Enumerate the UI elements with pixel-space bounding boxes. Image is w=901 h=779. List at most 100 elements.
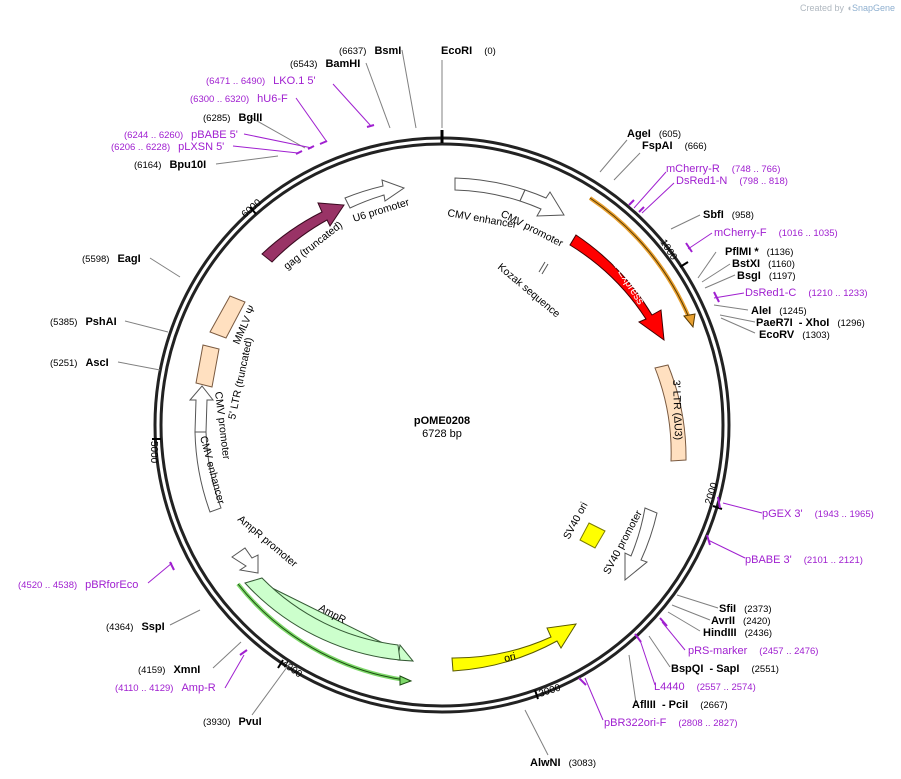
primer-pbr322ori-f[interactable]: pBR322ori-F(2808 .. 2827) xyxy=(604,717,738,729)
plasmid-name: pOME0208 xyxy=(414,415,470,427)
tick-4000: 4000 xyxy=(277,658,304,680)
feature-sv40-promoter[interactable]: SV40 promoter xyxy=(601,507,658,582)
site-afliii-pcii[interactable]: AflIII - PciI(2667) xyxy=(632,699,728,711)
feature-ori-label: ori xyxy=(503,650,517,664)
site-bamhi[interactable]: (6543)BamHI xyxy=(290,58,360,70)
primer-mark-hu6-f xyxy=(319,140,328,145)
leader-eagi xyxy=(149,257,181,278)
primer-pbrforeco[interactable]: (4520 .. 4538)pBRforEco xyxy=(18,579,138,591)
leader-afliii xyxy=(628,654,637,704)
leader-bpu10i xyxy=(215,155,279,165)
leader-l4440 xyxy=(639,639,656,686)
leader-bsgi xyxy=(704,274,736,289)
tick-6000-mark xyxy=(249,206,257,215)
feature-sv40-ori[interactable]: SV40 ori xyxy=(561,500,606,549)
primer-mark-lko1-5 xyxy=(366,124,375,128)
leader-hindiii xyxy=(667,611,701,632)
leader-avrii xyxy=(671,604,711,621)
tick-1000-mark xyxy=(679,261,689,268)
leader-plxsn5 xyxy=(232,145,299,154)
primer-mark-mcherry-f xyxy=(685,242,693,253)
feature-ampr-range-arrowhead xyxy=(399,675,413,686)
feature-cmv-promoter-top[interactable]: CMV promoter xyxy=(499,189,566,250)
feature-ori-arrow xyxy=(451,623,577,672)
feature-kozak[interactable]: Kozak sequence xyxy=(495,261,562,320)
feature-ori[interactable]: ori xyxy=(451,623,577,672)
site-xmni[interactable]: (4159)XmnI xyxy=(138,664,200,676)
feature-u6-promoter-arrow xyxy=(344,179,406,209)
feature-cmv-enhancer-left-box xyxy=(194,431,222,513)
feature-gag-truncated[interactable]: gag (truncated) xyxy=(261,202,345,272)
credit-brand: SnapGene xyxy=(851,3,895,13)
tick-4000-mark xyxy=(277,659,284,669)
site-alei[interactable]: AleI(1245) xyxy=(751,305,807,317)
leader-hu6-f xyxy=(295,97,328,143)
primer-pgex3[interactable]: pGEX 3'(1943 .. 1965) xyxy=(762,508,874,520)
site-paer7i-xhoi[interactable]: PaeR7I - XhoI(1296) xyxy=(756,317,865,329)
site-eagi[interactable]: (5598)EagI xyxy=(82,253,141,265)
site-fspai[interactable]: FspAI(666) xyxy=(642,140,707,152)
primer-mark-prs-marker xyxy=(659,617,668,627)
site-pflmi[interactable]: PflMI *(1136) xyxy=(725,246,793,258)
backbone-inner-ring xyxy=(159,142,725,708)
primer-mark-amp-r xyxy=(239,649,248,656)
site-bglii[interactable]: (6285)BglII xyxy=(203,112,262,124)
primer-hu6-f[interactable]: (6300 .. 6320)hU6-F xyxy=(190,93,288,105)
primer-lko1-5[interactable]: (6471 .. 6490)LKO.1 5' xyxy=(206,75,316,87)
snapgene-logo-icon: ◖ xyxy=(846,3,852,13)
feature-5ltr-truncated-box xyxy=(195,344,220,388)
leader-bamhi xyxy=(365,62,391,129)
site-bsgi[interactable]: BsgI(1197) xyxy=(737,270,796,282)
leader-prs-marker xyxy=(661,621,686,651)
site-alwni[interactable]: AlwNI(3083) xyxy=(530,757,596,769)
site-avrii[interactable]: AvrII(2420) xyxy=(711,615,771,627)
site-bpu10i[interactable]: (6164)Bpu10I xyxy=(134,159,206,171)
feature-mcherry-range-inner xyxy=(589,197,691,321)
primer-mcherry-f[interactable]: mCherry-F(1016 .. 1035) xyxy=(714,227,838,239)
site-leaders xyxy=(117,49,756,756)
feature-u6-promoter[interactable]: U6 promoter xyxy=(344,179,411,225)
site-bsmi[interactable]: (6637)BsmI xyxy=(339,45,401,57)
site-bstxi[interactable]: BstXI(1160) xyxy=(732,258,795,270)
primer-pbabe3[interactable]: pBABE 3'(2101 .. 2121) xyxy=(745,554,863,566)
feature-3ltr[interactable]: 3' LTR (ΔU3) xyxy=(654,364,687,462)
site-pvui[interactable]: (3930)PvuI xyxy=(203,716,262,728)
leader-xmni xyxy=(212,641,242,669)
site-ecori[interactable]: EcoRI(0) xyxy=(441,45,496,57)
primer-dsred1-n[interactable]: DsRed1-N(798 .. 818) xyxy=(676,175,788,187)
feature-kozak-label: Kozak sequence xyxy=(495,261,562,320)
leader-sbfi xyxy=(670,214,701,230)
feature-ampr[interactable]: AmpR xyxy=(244,577,415,662)
primer-dsred1-c[interactable]: DsRed1-C(1210 .. 1233) xyxy=(745,287,868,299)
primer-mark-mcherry-r xyxy=(628,199,635,206)
tick-5000: 5000 xyxy=(148,438,161,464)
site-ecorv[interactable]: EcoRV(1303) xyxy=(759,329,830,341)
primer-l4440[interactable]: L4440(2557 .. 2574) xyxy=(654,681,756,693)
site-hindiii[interactable]: HindIII(2436) xyxy=(703,627,772,639)
leader-amp-r xyxy=(224,654,245,689)
primer-leaders xyxy=(147,83,763,721)
leader-mcherry-f xyxy=(687,232,713,250)
site-sbfi[interactable]: SbfI(958) xyxy=(703,209,754,221)
primer-mark-pbabe5 xyxy=(307,145,315,150)
site-sfii[interactable]: SfiI(2373) xyxy=(719,603,772,615)
site-agei[interactable]: AgeI(605) xyxy=(627,128,681,140)
leader-agei xyxy=(599,139,628,173)
feature-cmv-enhancer-top-box xyxy=(454,177,526,202)
primer-amp-r[interactable]: (4110 .. 4129)Amp-R xyxy=(115,682,216,694)
site-bspqi-sapi[interactable]: BspQI - SapI(2551) xyxy=(671,663,779,675)
primer-prs-marker[interactable]: pRS-marker(2457 .. 2476) xyxy=(688,645,818,657)
feature-ampr-promoter[interactable]: AmpR promoter xyxy=(231,513,300,574)
primer-plxsn5[interactable]: (6206 .. 6228)pLXSN 5' xyxy=(111,141,224,153)
site-pshai[interactable]: (5385)PshAI xyxy=(50,316,117,328)
leader-sspi xyxy=(169,609,201,626)
primer-mcherry-r[interactable]: mCherry-R(748 .. 766) xyxy=(666,163,780,175)
site-asci[interactable]: (5251)AscI xyxy=(50,357,109,369)
feature-ampr-body xyxy=(244,577,401,661)
leader-asci xyxy=(117,361,161,371)
primer-pbabe5[interactable]: (6244 .. 6260)pBABE 5' xyxy=(124,129,238,141)
feature-kozak-mark-b xyxy=(541,263,549,275)
feature-cmv-promoter-top-arrow xyxy=(519,189,565,217)
site-sspi[interactable]: (4364)SspI xyxy=(106,621,165,633)
